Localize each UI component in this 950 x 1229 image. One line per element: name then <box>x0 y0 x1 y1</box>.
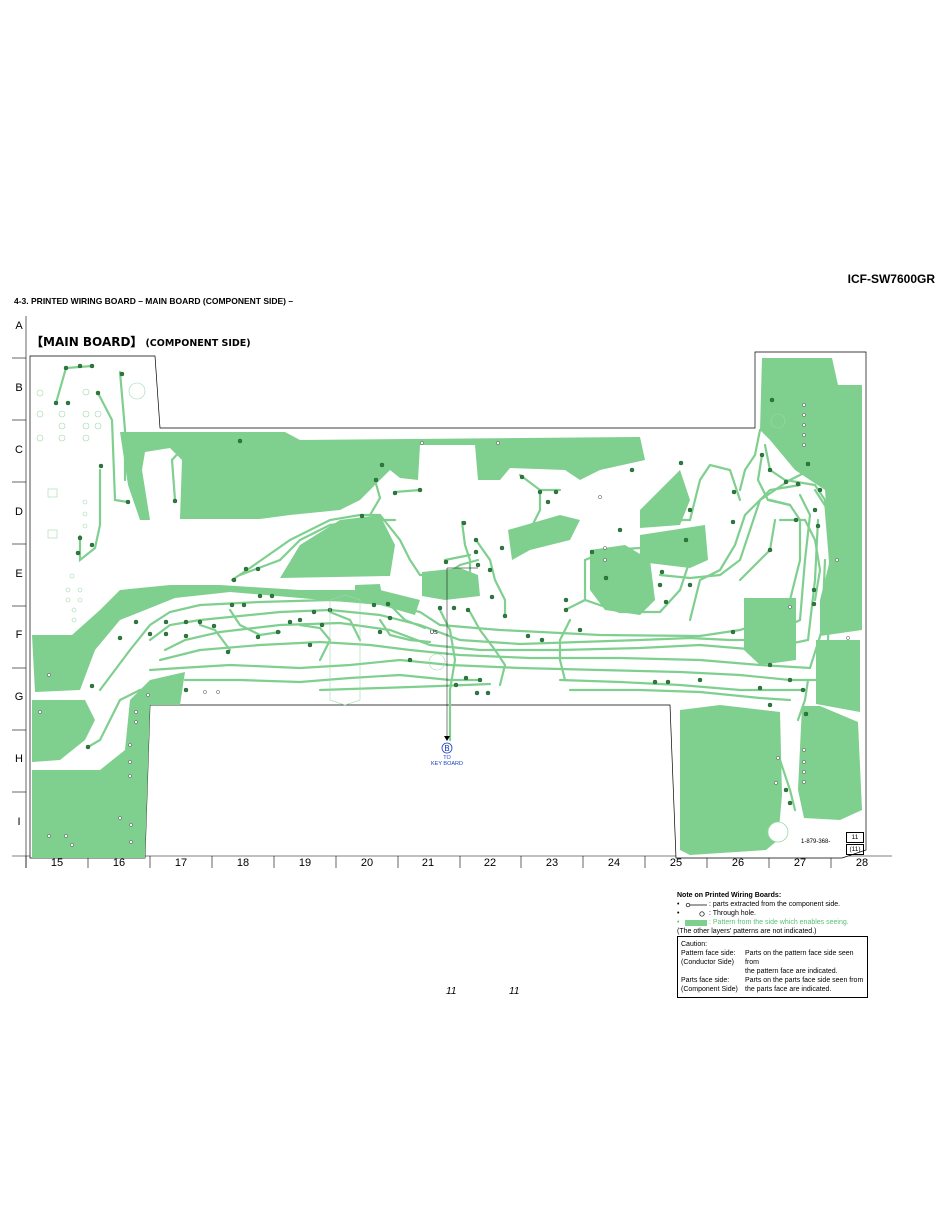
trace-layer <box>54 364 832 812</box>
through-hole-icon <box>685 910 709 918</box>
col-label-20: 20 <box>360 857 374 869</box>
page-number-left: 11 <box>446 986 457 997</box>
wiring-board-notes: Note on Printed Wiring Boards: • : parts… <box>677 891 877 936</box>
component-outlines <box>36 382 786 706</box>
via-pads <box>53 363 823 806</box>
col-label-26: 26 <box>731 857 745 869</box>
notes-footer: (The other layers' patterns are not indi… <box>677 928 817 935</box>
notes-heading: Note on Printed Wiring Boards: <box>677 892 782 899</box>
col-label-21: 21 <box>421 857 435 869</box>
col-label-17: 17 <box>174 857 188 869</box>
board-label-sub: (COMPONENT SIDE) <box>145 338 251 349</box>
row-label-h: H <box>15 753 23 765</box>
col-label-23: 23 <box>545 857 559 869</box>
board-label-main: 【MAIN BOARD】 <box>31 335 143 349</box>
connector-lead <box>446 567 478 736</box>
copper-pattern <box>32 358 862 858</box>
col-label-25: 25 <box>669 857 683 869</box>
board-box-number: 11 <box>846 832 864 843</box>
us-label: US <box>430 630 438 636</box>
row-label-c: C <box>15 444 23 456</box>
col-label-15: 15 <box>50 857 64 869</box>
connector-to-label: TO <box>443 755 451 761</box>
col-label-18: 18 <box>236 857 250 869</box>
page-number-right: 11 <box>509 986 520 997</box>
caution-row: Parts face side:(Component Side) Parts o… <box>681 977 864 993</box>
col-label-24: 24 <box>607 857 621 869</box>
note-item-extracted: • : parts extracted from the component s… <box>677 901 841 909</box>
col-label-27: 27 <box>793 857 807 869</box>
col-label-16: 16 <box>112 857 126 869</box>
connector-dest-label: KEY BOARD <box>431 761 463 767</box>
pattern-swatch-icon <box>685 919 707 926</box>
board-part-number: 1-879-368- <box>801 839 831 845</box>
col-label-28: 28 <box>855 857 869 869</box>
lead-symbol-icon <box>685 901 709 909</box>
connector-destination: TO KEY BOARD <box>430 755 464 767</box>
connector-arrow <box>444 736 450 741</box>
row-label-g: G <box>14 691 24 703</box>
caution-table: Pattern face side:(Conductor Side) Parts… <box>681 949 864 994</box>
note-item-pattern: • : Pattern from the side which enables … <box>677 919 849 926</box>
col-label-22: 22 <box>483 857 497 869</box>
caution-heading: Caution: <box>681 941 708 948</box>
row-label-a: A <box>15 320 23 332</box>
row-label-e: E <box>15 568 23 580</box>
col-label-19: 19 <box>298 857 312 869</box>
mounting-hole <box>767 821 789 843</box>
section-title: 4-3. PRINTED WIRING BOARD – MAIN BOARD (… <box>14 296 294 306</box>
row-label-b: B <box>15 382 23 394</box>
connector-b-marker <box>441 742 453 754</box>
pcb-drawing: B <box>12 316 892 868</box>
connector-b-letter: B <box>444 744 450 753</box>
row-label-i: I <box>17 816 21 828</box>
through-holes <box>38 403 850 847</box>
caution-box: Caution: Pattern face side:(Conductor Si… <box>677 936 868 998</box>
row-label-f: F <box>15 629 23 641</box>
board-label: 【MAIN BOARD】(COMPONENT SIDE) <box>31 331 251 350</box>
caution-row: Pattern face side:(Conductor Side) Parts… <box>681 950 854 975</box>
model-number: ICF-SW7600GR <box>847 272 935 286</box>
board-box-number-alt: (11) <box>846 844 864 855</box>
note-item-through-hole: • : Through hole. <box>677 910 756 918</box>
row-label-d: D <box>15 506 23 518</box>
